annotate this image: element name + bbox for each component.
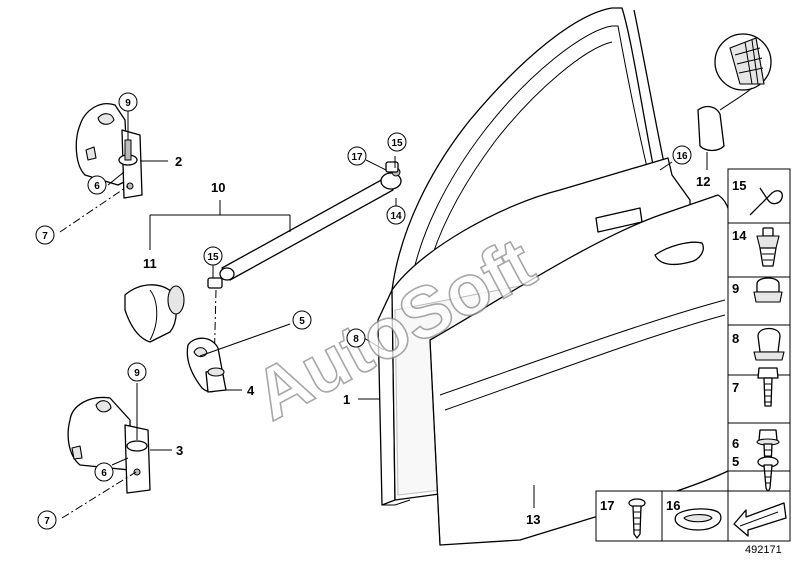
bottom-label-17: 17 [600,498,614,513]
svg-text:7: 7 [44,516,50,527]
lower-hinge-pin-axis [61,471,137,519]
svg-text:9: 9 [134,368,140,379]
cap-nut-icon[interactable] [753,277,783,303]
check-link-clips[interactable] [385,161,399,173]
flange-bolt-icon[interactable] [756,429,780,467]
label-check-bolt: 4 [247,383,255,398]
callout-trim-clip: 16 [672,145,692,165]
lower-hinge[interactable] [67,396,151,494]
check-link-bracket[interactable] [186,337,227,393]
svg-text:6: 6 [94,181,100,192]
screw-5-leader [199,323,291,357]
sidebar-label-14: 14 [732,228,747,243]
callout-nut-upper: 9 [118,92,138,112]
svg-text:15: 15 [207,252,219,263]
svg-text:8: 8 [353,334,359,345]
fastener-bottom-row: 17 16 [595,490,791,542]
pan-head-screw-icon[interactable] [757,456,779,493]
pad-detail-bubble [714,33,772,111]
callout-screw-5: 5 [292,310,312,330]
torx-screw-icon[interactable] [628,498,646,539]
outer-door-panel[interactable] [429,194,731,546]
callout-pin-lower: 7 [37,510,57,530]
svg-text:17: 17 [351,152,363,163]
svg-text:16: 16 [676,151,688,162]
bottom-label-16: 16 [666,498,680,513]
spring-clip-icon[interactable] [749,187,783,216]
callout-seal: 8 [346,328,366,348]
check-link[interactable] [207,167,402,289]
callout-bolt-upper: 6 [87,175,107,195]
callout-clip-top: 15 [387,132,407,152]
diagram-id: 492171 [745,544,782,556]
expansion-nut-icon[interactable] [753,327,785,361]
svg-text:7: 7 [42,231,48,242]
hex-bolt-icon[interactable] [757,367,779,407]
label-pad: 12 [696,174,710,189]
callout-bolt-lower: 6 [94,462,114,482]
lower-bolt-leader [111,457,129,466]
push-clip-icon[interactable] [756,227,780,267]
label-hinge-upper: 2 [175,154,182,169]
callout-nut-lower: 9 [127,362,147,382]
label-hinge-lower: 3 [176,443,183,458]
svg-text:14: 14 [390,211,402,222]
arrow-icon[interactable] [733,502,787,537]
callout-clip-b: 15 [203,246,223,266]
callout-pin-upper: 7 [35,225,55,245]
sidebar-label-6: 6 [732,436,739,451]
svg-text:9: 9 [125,98,131,109]
svg-text:6: 6 [101,468,107,479]
svg-text:15: 15 [391,138,403,149]
sidebar-label-9: 9 [732,281,739,296]
upper-bolt-leader [107,171,125,186]
label-check-link: 10 [211,180,225,195]
fastener-sidebar: 15 14 9 8 7 [727,168,791,493]
sidebar-label-15: 15 [732,178,746,193]
grommet-icon[interactable] [674,508,722,531]
screw-top-leader [365,159,387,171]
check-cap[interactable] [124,284,185,343]
seal-leader [363,337,385,351]
door-pad[interactable] [697,105,725,152]
trim-clip-leader [659,161,673,171]
callout-clip-a: 14 [386,205,406,225]
label-door-panel: 13 [526,512,540,527]
upper-hinge-pin-axis [59,185,129,233]
upper-hinge[interactable] [75,103,143,199]
sidebar-label-8: 8 [732,331,739,346]
sidebar-label-5: 5 [732,454,739,469]
sidebar-label-7: 7 [732,380,739,395]
label-door: 1 [343,392,350,407]
callout-screw-top: 17 [347,146,367,166]
svg-text:5: 5 [299,316,305,327]
label-check-cap: 11 [143,256,157,271]
